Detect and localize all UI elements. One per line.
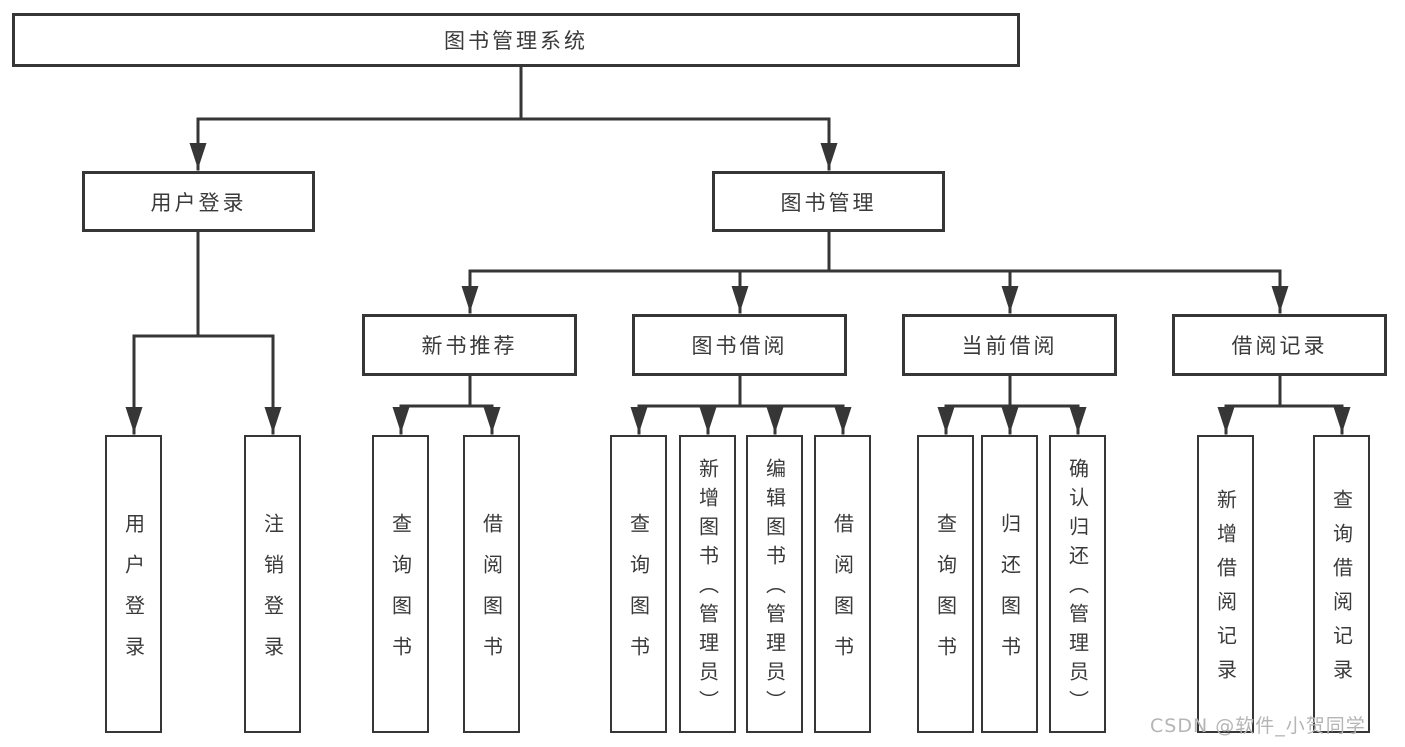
node-label: 查询图书 [388,512,413,677]
leaf-query-books-current: 查询图书 [917,435,974,733]
connector-group-user-login [125,228,282,435]
leaf-query-books-recommend: 查询图书 [372,435,429,733]
leaf-query-books-borrow: 查询图书 [610,435,667,733]
node-label: 图书借阅 [691,334,788,358]
leaf-user-login: 用户登录 [105,435,162,733]
leaf-add-book-admin: 新增图书（管理员） [679,435,736,733]
leaf-return-books: 归还图书 [981,435,1038,733]
connector-group-book-borrow [630,372,852,435]
node-label: 用户登录 [121,512,146,677]
node-label: 图书管理 [780,190,877,215]
node-label: 新书推荐 [421,334,518,358]
node-borrowing-records: 借阅记录 [1172,314,1387,376]
node-user-login: 用户登录 [82,171,315,232]
leaf-borrow-books: 借阅图书 [814,435,871,733]
node-label: 确认归还（管理员） [1065,458,1090,719]
node-label: 编辑图书（管理员） [762,458,787,719]
node-library-management-system: 图书管理系统 [12,13,1020,67]
leaf-add-borrow-record: 新增借阅记录 [1197,435,1254,733]
connector-group-root [189,62,838,171]
node-label: 注销登录 [260,512,285,677]
node-label: 查询借阅记录 [1329,489,1354,693]
connector-group-current-borrow [937,372,1087,435]
csdn-watermark: CSDN @软件_小贺同学 [1150,715,1366,737]
node-label: 借阅记录 [1231,334,1328,358]
leaf-borrow-books-recommend: 借阅图书 [463,435,520,733]
node-label: 借阅图书 [830,512,855,677]
node-label: 查询图书 [626,512,651,677]
leaf-edit-book-admin: 编辑图书（管理员） [746,435,803,733]
connector-group-borrow-records [1217,372,1351,435]
node-book-borrowing: 图书借阅 [632,314,847,376]
leaf-logout: 注销登录 [244,435,301,733]
node-label: 借阅图书 [479,512,504,677]
node-label: 新增图书（管理员） [695,458,720,719]
node-label: 查询图书 [933,512,958,677]
node-current-borrowing: 当前借阅 [902,314,1117,376]
node-label: 用户登录 [150,190,247,215]
node-label: 新增借阅记录 [1213,489,1238,693]
node-label: 归还图书 [997,512,1022,677]
leaf-query-borrow-record: 查询借阅记录 [1313,435,1370,733]
node-new-book-recommendation: 新书推荐 [362,314,577,376]
node-label: 图书管理系统 [444,29,588,53]
leaf-confirm-return-admin: 确认归还（管理员） [1049,435,1106,733]
connector-group-book-management [461,228,1289,314]
node-label: 当前借阅 [961,334,1058,358]
connector-group-new-book [392,372,501,435]
node-book-management: 图书管理 [712,171,945,232]
